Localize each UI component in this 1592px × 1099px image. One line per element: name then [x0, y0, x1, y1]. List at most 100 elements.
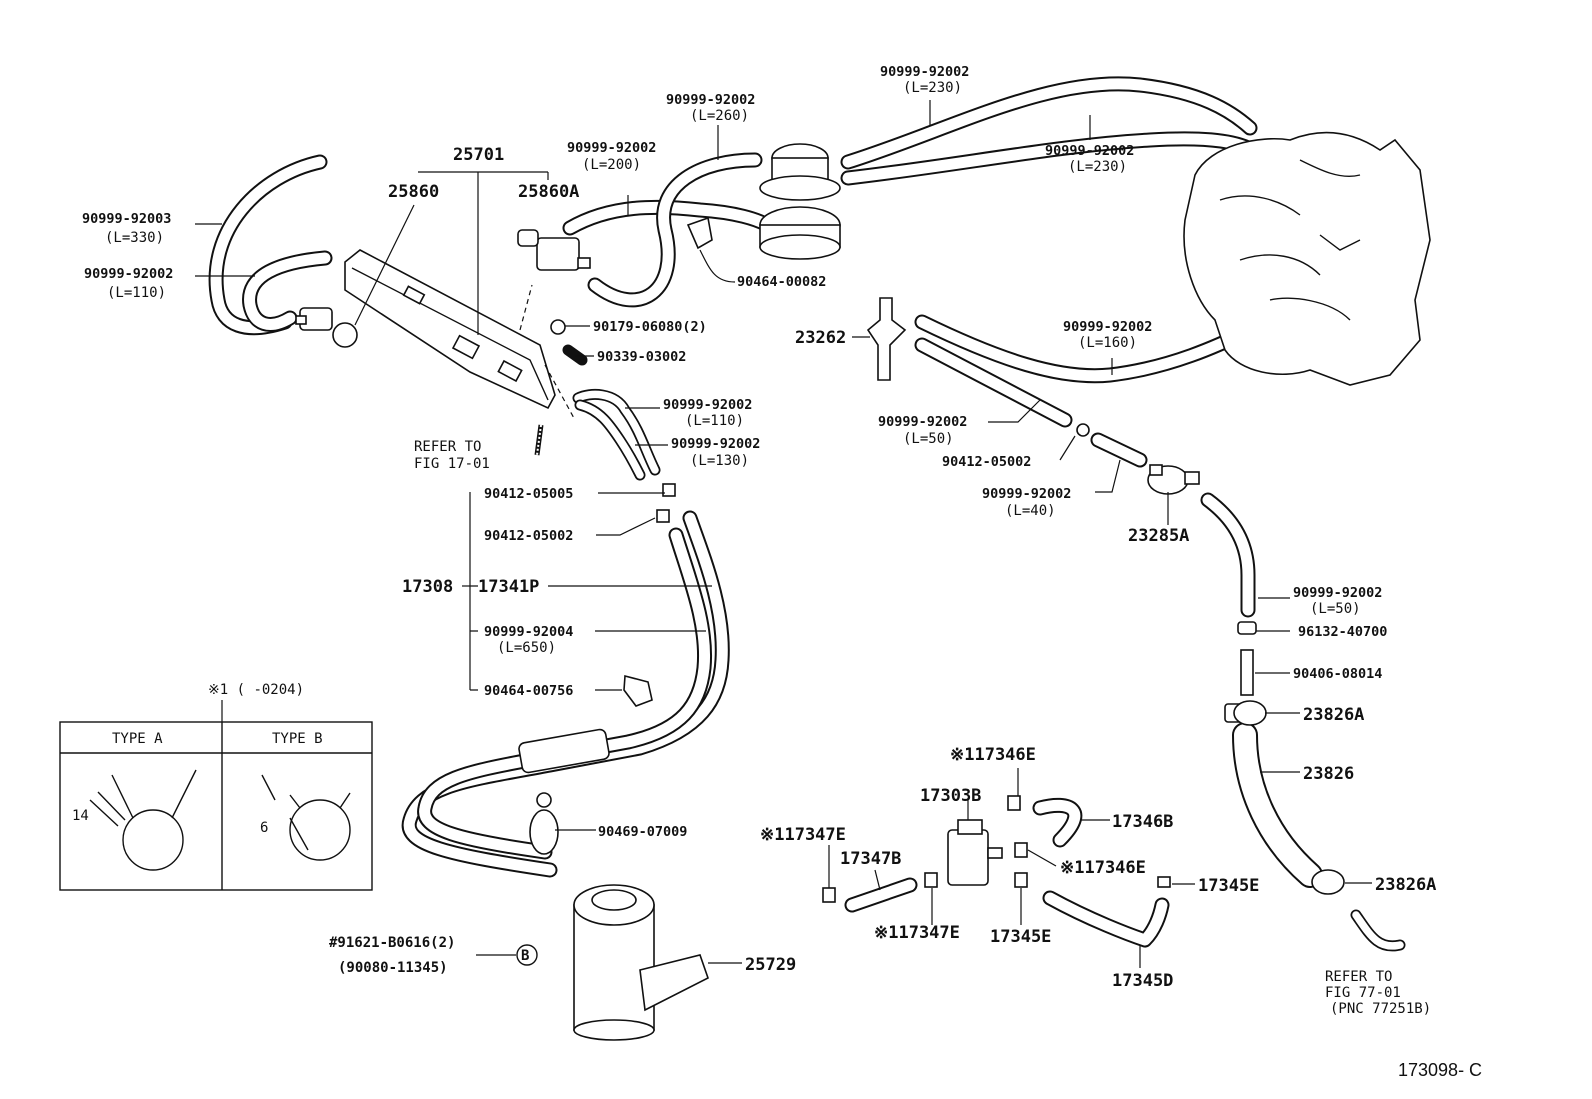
svg-text:FIG 17-01: FIG 17-01 — [414, 456, 490, 472]
hoses — [208, 76, 1406, 952]
label-25860a: 25860A — [518, 182, 579, 202]
label-90464-00756: 90464-00756 — [484, 683, 573, 699]
svg-text:(L=650): (L=650) — [497, 640, 556, 656]
inset-type-a: TYPE A — [112, 731, 163, 747]
svg-text:(L=260): (L=260) — [690, 108, 749, 124]
pin-90339 — [562, 344, 588, 366]
label-90469: 90469-07009 — [598, 824, 687, 840]
svg-text:(L=160): (L=160) — [1078, 335, 1137, 351]
label-90339: 90339-03002 — [597, 349, 686, 365]
label-92002-200: 90999-92002 — [567, 140, 656, 156]
canister-25729 — [573, 884, 709, 1041]
clip-90469-07009 — [529, 792, 559, 855]
inset-dim-b: 6 — [260, 820, 268, 836]
label-92002-40: 90999-92002 — [982, 486, 1071, 502]
label-92004-650: 90999-92004 — [484, 624, 573, 640]
inset-type-b: TYPE B — [272, 731, 323, 747]
circle-b-marker — [516, 944, 538, 966]
label-92002-230b: 90999-92002 — [1045, 143, 1134, 159]
svg-text:(L=230): (L=230) — [1068, 159, 1127, 175]
label-90080: (90080-11345) — [338, 960, 448, 976]
pipe-17341p — [401, 510, 730, 878]
label-90464-00082: 90464-00082 — [737, 274, 826, 290]
label-refer-17-01: REFER TO — [414, 439, 481, 455]
label-23262: 23262 — [795, 328, 846, 348]
label-17346e-mid: ※117346E — [1060, 858, 1146, 878]
svg-text:(PNC 77251B): (PNC 77251B) — [1330, 1001, 1431, 1017]
vsv-17303b — [947, 819, 1003, 886]
label-17341p: 17341P — [478, 577, 539, 597]
label-circle-b: B — [521, 948, 529, 964]
clip-90412-05002l — [656, 509, 670, 523]
clip-17347e-bot — [924, 872, 938, 888]
label-25729: 25729 — [745, 955, 796, 975]
clip-17346e-top — [1007, 795, 1021, 811]
nut-90179 — [550, 319, 566, 335]
label-91621: #91621-B0616(2) — [329, 935, 455, 951]
svg-text:(L=50): (L=50) — [1310, 601, 1361, 617]
svg-text:(L=110): (L=110) — [685, 413, 744, 429]
label-17345e-right: 17345E — [1198, 876, 1259, 896]
label-90179: 90179-06080(2) — [593, 319, 707, 335]
fitting-23262 — [866, 297, 907, 381]
inset-table: TYPE A TYPE B 14 6 — [59, 700, 373, 891]
clip-17347e-top — [822, 887, 836, 903]
connector-90412-r — [1076, 423, 1090, 437]
clip-90464-00756 — [623, 674, 653, 707]
label-23285a: 23285A — [1128, 526, 1189, 546]
label-23826: 23826 — [1303, 764, 1354, 784]
label-92002-50a: 90999-92002 — [878, 414, 967, 430]
label-17347e-bot: ※117347E — [874, 923, 960, 943]
clip-17345e-right — [1157, 876, 1171, 888]
label-92002-160: 90999-92002 — [1063, 319, 1152, 335]
label-25701: 25701 — [453, 145, 504, 165]
clip-17346e-mid — [1014, 842, 1028, 858]
bracket-25701 — [344, 249, 556, 410]
labels: 90999-92003 (L=330) 90999-92002 (L=110) … — [82, 64, 1482, 1080]
valve-top — [759, 143, 841, 260]
svg-text:(L=40): (L=40) — [1005, 503, 1056, 519]
vsv-25860 — [295, 307, 358, 348]
clamp-23826a-bot — [1311, 869, 1345, 895]
label-17346e-top: ※117346E — [950, 745, 1036, 765]
svg-text:(L=330): (L=330) — [105, 230, 164, 246]
label-92002-110b: 90999-92002 — [663, 397, 752, 413]
clip-90412-05005 — [662, 483, 676, 497]
svg-text:(L=230): (L=230) — [903, 80, 962, 96]
label-23826a-top: 23826A — [1303, 705, 1364, 725]
label-25860: 25860 — [388, 182, 439, 202]
label-17345d: 17345D — [1112, 971, 1173, 991]
clip-17345e-mid — [1014, 872, 1028, 888]
leader-lines — [195, 100, 1372, 968]
stud-refer-17-01 — [534, 424, 544, 456]
label-90406: 90406-08014 — [1293, 666, 1382, 682]
label-23826a-bot: 23826A — [1375, 875, 1436, 895]
engine-outline — [1183, 131, 1431, 386]
label-92002-260: 90999-92002 — [666, 92, 755, 108]
fitting-96132 — [1237, 621, 1257, 635]
valve-23285a — [1147, 464, 1200, 495]
label-17347e-top: ※117347E — [760, 825, 846, 845]
svg-text:(L=200): (L=200) — [582, 157, 641, 173]
figure-code: 173098- C — [1398, 1060, 1482, 1080]
label-92002-110a: 90999-92002 — [84, 266, 173, 282]
label-92002-50b: 90999-92002 — [1293, 585, 1382, 601]
label-90412-05002r: 90412-05002 — [942, 454, 1031, 470]
label-96132: 96132-40700 — [1298, 624, 1387, 640]
label-90412-05002l: 90412-05002 — [484, 528, 573, 544]
svg-text:(L=110): (L=110) — [107, 285, 166, 301]
label-92002-130: 90999-92002 — [671, 436, 760, 452]
svg-text:(L=50): (L=50) — [903, 431, 954, 447]
label-refer-77-01: REFER TO — [1325, 969, 1392, 985]
label-17308: 17308 — [402, 577, 453, 597]
label-note-1: ※1 ( -0204) — [208, 682, 304, 698]
label-17347b: 17347B — [840, 849, 901, 869]
vsv-25860a — [517, 229, 591, 271]
label-17345e-bot: 17345E — [990, 927, 1051, 947]
label-17346b: 17346B — [1112, 812, 1173, 832]
clip-90464-00082 — [686, 216, 713, 250]
label-17303b: 17303B — [920, 786, 981, 806]
label-92002-230a: 90999-92002 — [880, 64, 969, 80]
svg-text:(L=130): (L=130) — [690, 453, 749, 469]
